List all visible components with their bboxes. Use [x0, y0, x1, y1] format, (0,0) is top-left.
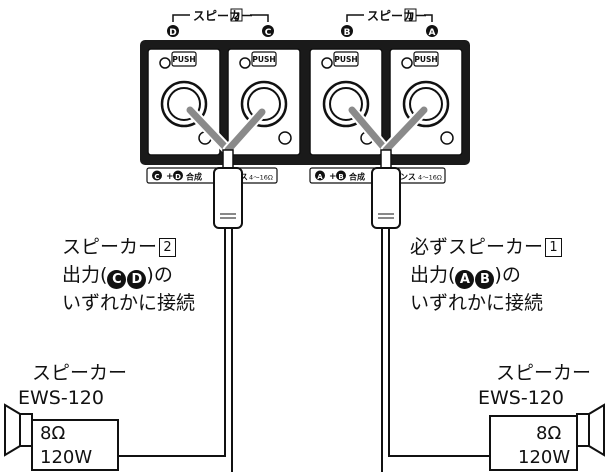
speaker-right-model: EWS-120 — [478, 387, 564, 409]
svg-text:合成: 合成 — [348, 172, 365, 182]
speaker-left-box — [31, 419, 119, 471]
speaker1-number: 1 — [407, 12, 413, 22]
note-right-line3: いずれかに接続 — [410, 292, 544, 314]
panel-label-left: C + D 合成 ンス 4～16Ω — [146, 167, 278, 184]
speaker-right-icon — [576, 403, 605, 457]
svg-text:4～16Ω: 4～16Ω — [249, 174, 273, 182]
speaker-right-impedance: 8Ω — [536, 423, 562, 444]
plug-right — [371, 149, 401, 229]
channel-c-marker: C — [262, 25, 274, 38]
output-c-badge: C — [107, 270, 127, 289]
svg-text:B: B — [344, 28, 351, 38]
push-label: PUSH — [334, 55, 357, 64]
svg-text:合成: 合成 — [185, 172, 202, 182]
channel-b-marker: B — [341, 25, 353, 38]
note-left-line3: いずれかに接続 — [62, 292, 196, 314]
svg-text:A: A — [317, 173, 323, 181]
amplifier-panel — [140, 40, 470, 165]
speaker-right-box — [489, 415, 578, 471]
output-b-badge: B — [475, 270, 495, 289]
speaker-left-title: スピーカー — [32, 362, 128, 384]
speaker-left-model: EWS-120 — [18, 387, 104, 409]
speaker2-number: 2 — [233, 12, 239, 22]
speaker2-group-label: スピーカー — [193, 9, 253, 23]
svg-text:B: B — [338, 173, 343, 181]
channel-a-marker: A — [426, 25, 438, 38]
arrow-left-to-c — [222, 106, 268, 156]
svg-text:ンス: ンス — [400, 173, 416, 182]
svg-text:4～16Ω: 4～16Ω — [418, 174, 442, 182]
speaker-left-impedance: 8Ω — [40, 423, 66, 444]
speaker-left-icon — [4, 403, 33, 457]
push-label: PUSH — [414, 55, 437, 64]
arrow-left-to-d — [184, 104, 234, 156]
cable-left — [117, 228, 233, 472]
note-left-number-box: 2 — [159, 238, 177, 257]
plug-left — [213, 149, 243, 229]
push-label: PUSH — [172, 55, 195, 64]
svg-text:+: + — [329, 172, 337, 182]
svg-text:D: D — [175, 173, 181, 181]
arrow-right-to-b — [346, 104, 392, 156]
push-label: PUSH — [252, 55, 275, 64]
speaker2-number-box — [230, 8, 243, 22]
speaker1-number-box — [404, 8, 417, 22]
output-a-badge: A — [455, 270, 475, 289]
note-right-number-box: 1 — [545, 238, 563, 257]
speaker-right-title: スピーカー — [496, 362, 592, 384]
output-d-badge: D — [127, 270, 147, 289]
speaker2-bracket — [172, 14, 269, 22]
channel-d-marker: D — [167, 25, 179, 38]
speaker-right-power: 120W — [518, 447, 571, 468]
speaker1-group-label: スピーカー — [367, 9, 427, 23]
speaker-left-power: 120W — [40, 447, 93, 468]
svg-text:C: C — [154, 173, 159, 181]
connector-d: PUSH — [147, 48, 221, 156]
speaker1-bracket — [346, 14, 433, 22]
arrow-right-to-a — [380, 104, 430, 156]
svg-text:C: C — [265, 28, 272, 38]
svg-text:D: D — [169, 28, 176, 38]
svg-text:A: A — [429, 28, 436, 38]
svg-text:+: + — [166, 172, 174, 182]
